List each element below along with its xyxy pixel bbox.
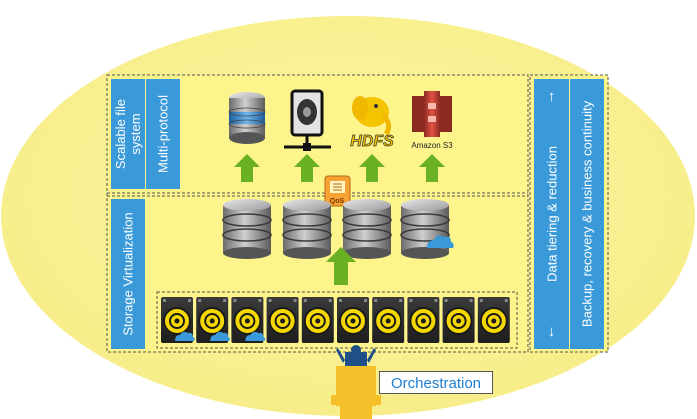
cloud-icon: [245, 331, 266, 341]
qos-label: QoS: [330, 198, 345, 205]
label-data-tiering-text: Data tiering & reduction: [544, 146, 559, 282]
label-storage-virtualization-text: Storage Virtualization: [120, 212, 136, 336]
hard-disk-icon: [477, 297, 510, 343]
label-scalable-file-system: Scalable file system: [111, 79, 145, 189]
storage-cylinder-icon: [282, 199, 332, 259]
physical-disk-row: [161, 297, 510, 343]
database-server-icon: [228, 92, 266, 144]
down-arrow-icon: ↓: [547, 323, 556, 340]
up-arrow-icon: ↑: [547, 88, 556, 105]
hard-disk-icon: [301, 297, 334, 343]
orchestration-label: Orchestration: [379, 371, 493, 394]
conductor-icon: [331, 345, 381, 419]
cloud-icon: [210, 331, 230, 341]
arrows-top-row: [234, 154, 445, 182]
label-backup-recovery-text: Backup, recovery & business continuity: [579, 100, 595, 328]
cloud-icon: [175, 331, 195, 341]
storage-cylinder-icon: [400, 199, 454, 259]
hard-disk-icon: [442, 297, 475, 343]
arrow-up-2: [294, 154, 320, 182]
qos-badge: QoS: [324, 175, 351, 207]
label-multi-protocol-text: Multi-protocol: [155, 94, 171, 174]
label-scalable-file-system-text: Scalable file system: [113, 98, 143, 170]
hdfs-label: HDFS: [350, 133, 394, 150]
hard-disk-icon: [231, 297, 266, 343]
s3-label: Amazon S3: [411, 141, 453, 150]
network-drive-icon: [284, 89, 331, 151]
label-storage-virtualization: Storage Virtualization: [111, 199, 145, 349]
hard-disk-icon: [337, 297, 369, 343]
hard-disk-icon: [407, 297, 440, 343]
hard-disk-icon: [161, 297, 195, 343]
amazon-s3-icon: Amazon S3: [411, 91, 453, 150]
virtual-storage-pool: [222, 199, 454, 259]
arrow-up-center: [326, 247, 356, 285]
label-multi-protocol: Multi-protocol: [146, 79, 180, 189]
arrow-up-4: [419, 154, 445, 182]
cloud-icon: [427, 235, 454, 248]
storage-cylinder-icon: [222, 199, 272, 259]
hard-disk-icon: [196, 297, 230, 343]
hadoop-hdfs-icon: HDFS: [350, 96, 394, 150]
arrow-up-3: [359, 154, 385, 182]
label-backup-recovery: Backup, recovery & business continuity: [570, 79, 604, 349]
hard-disk-icon: [372, 297, 405, 343]
hard-disk-icon: [266, 297, 299, 343]
label-data-tiering: ↑ Data tiering & reduction ↓: [534, 79, 569, 349]
storage-cylinder-icon: [342, 199, 392, 259]
arrow-up-1: [234, 154, 260, 182]
